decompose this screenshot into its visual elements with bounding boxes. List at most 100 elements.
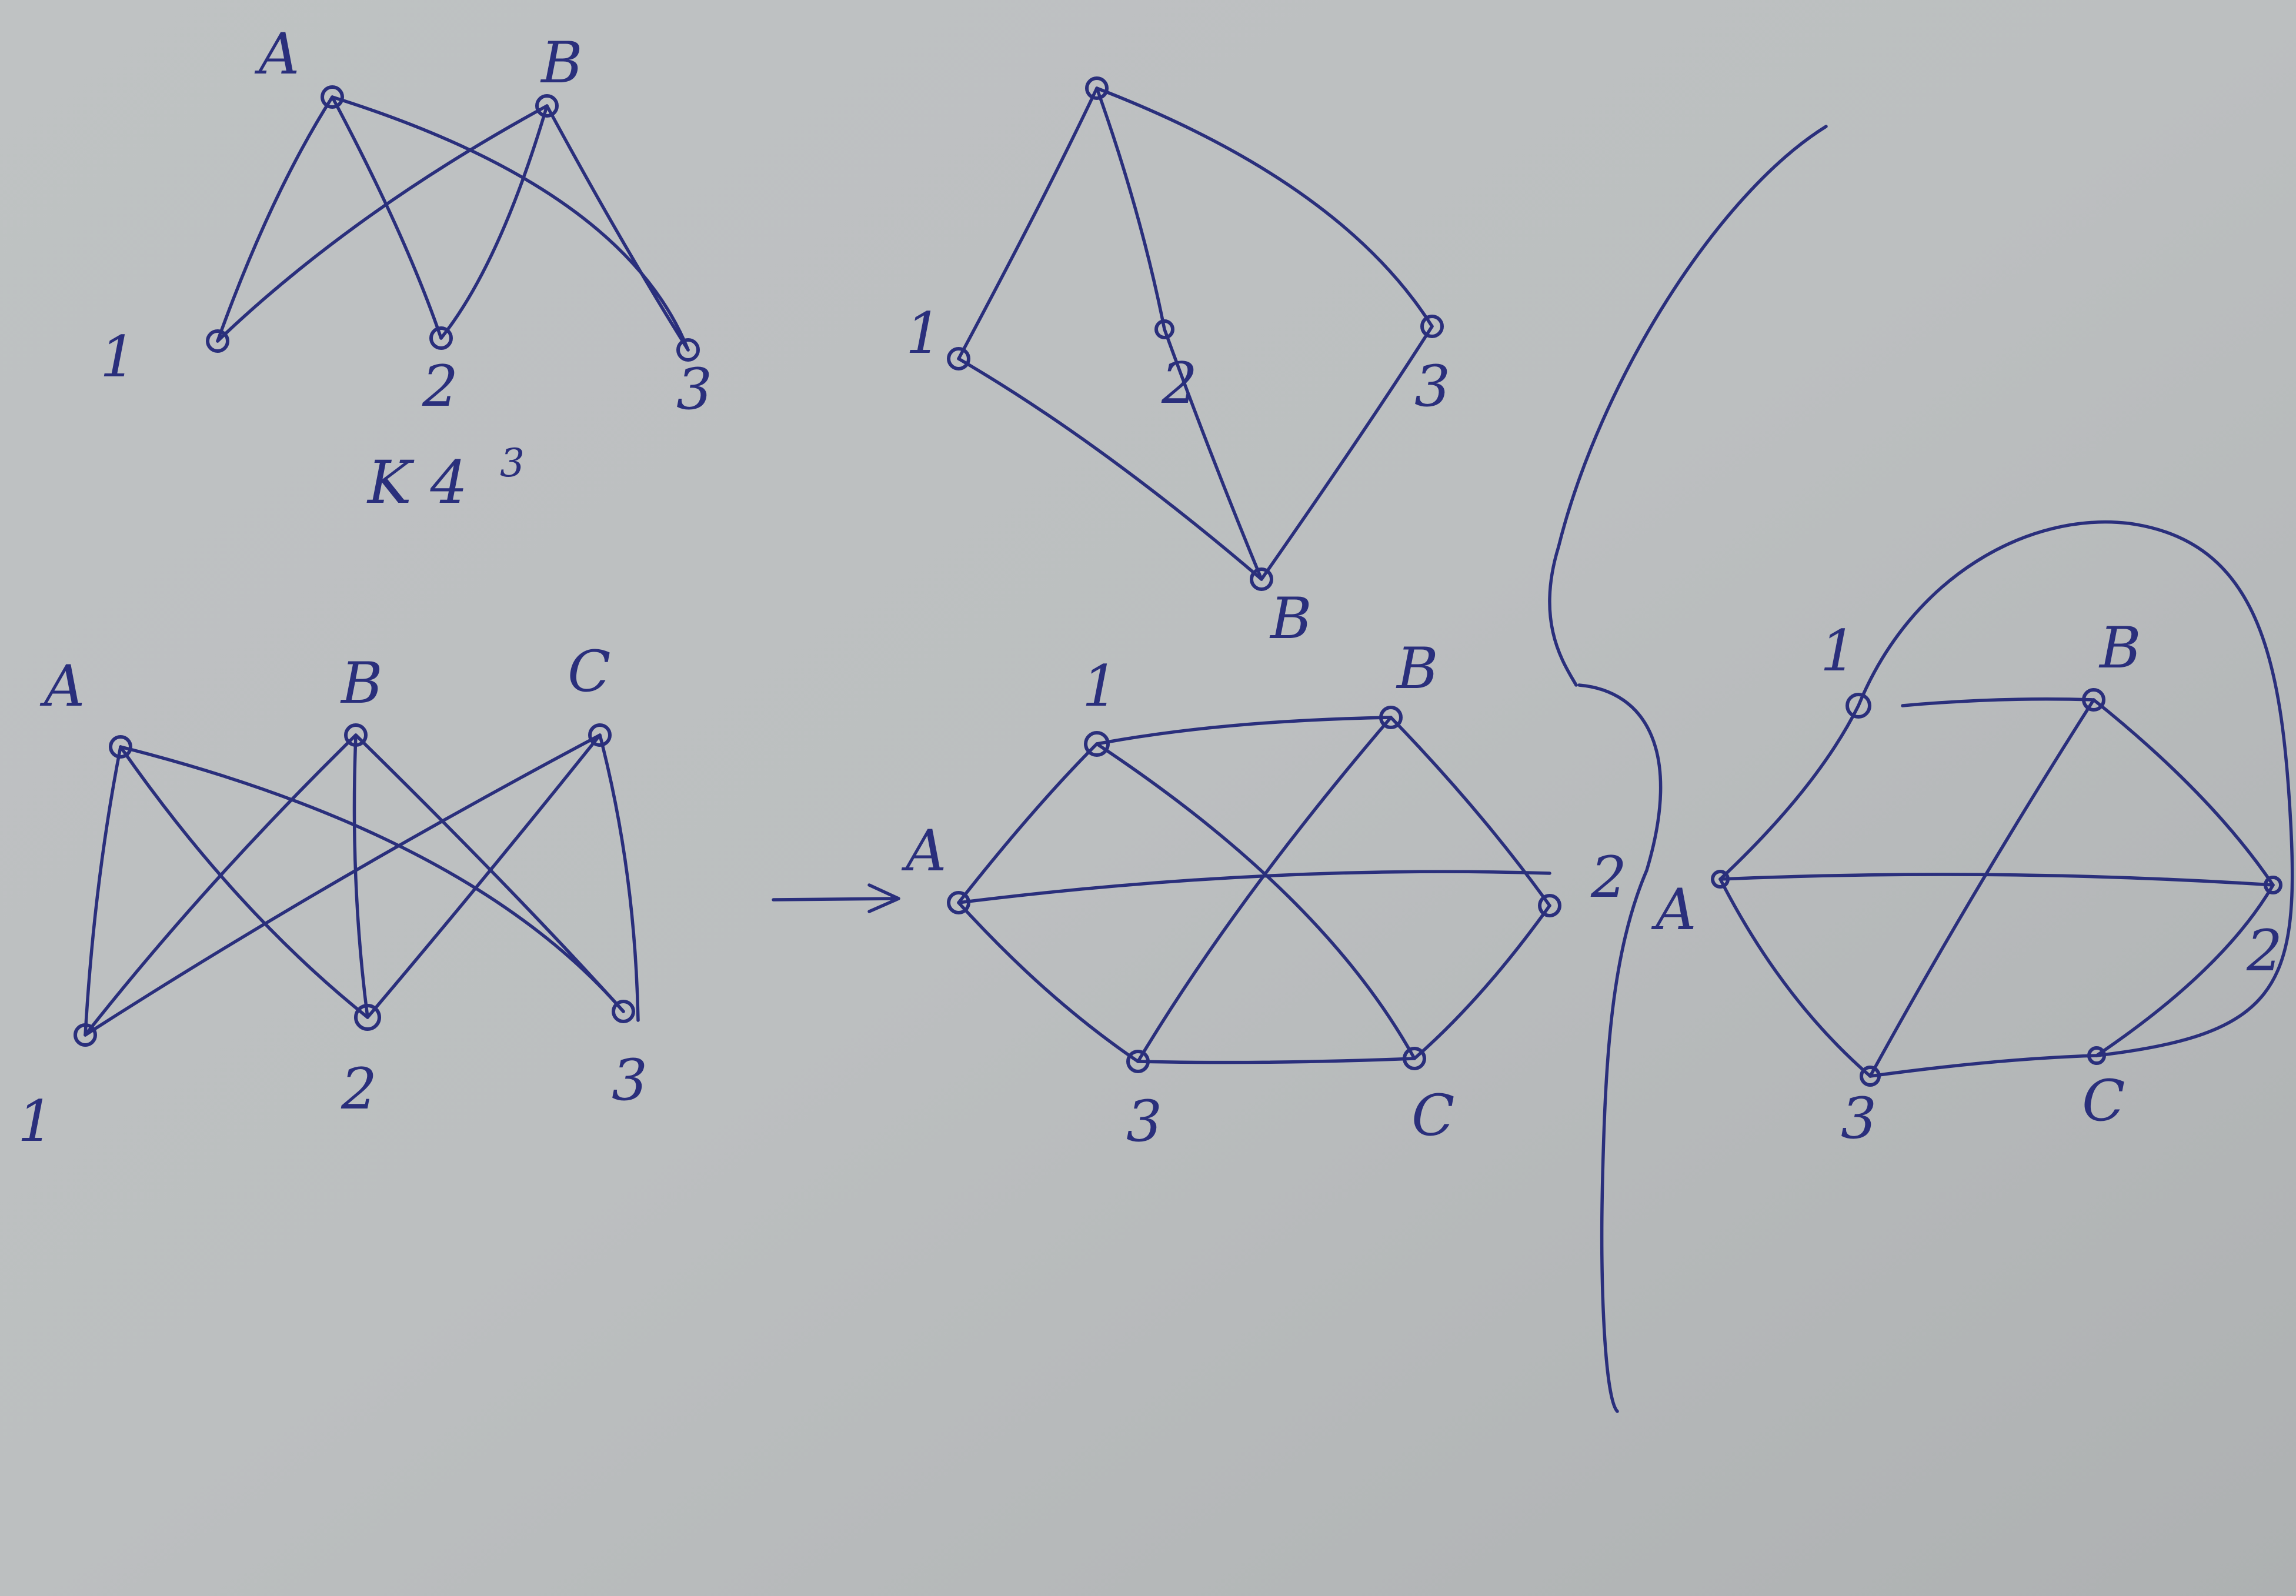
edge-B-1 bbox=[957, 357, 1263, 581]
label-C: C bbox=[2082, 1068, 2125, 1134]
edge-1-B bbox=[1901, 697, 2095, 707]
edge-B-3 bbox=[1868, 698, 2095, 1078]
node-3 bbox=[1420, 315, 1444, 338]
label-2: 2 bbox=[422, 353, 458, 419]
edge-3-A bbox=[957, 901, 1140, 1063]
edge-A-2 bbox=[331, 95, 443, 340]
edge-C-3 bbox=[598, 733, 640, 1022]
label-2: 2 bbox=[2246, 918, 2282, 984]
edge-1-B bbox=[1095, 716, 1393, 746]
label-B: B bbox=[540, 30, 583, 96]
label-1: 1 bbox=[1820, 618, 1856, 684]
edge-A-3 bbox=[1095, 86, 1434, 328]
label-B: B bbox=[2098, 615, 2141, 681]
label-A: A bbox=[254, 21, 299, 87]
node-2 bbox=[2264, 876, 2282, 894]
edge-C-1 bbox=[84, 733, 602, 1037]
node-3 bbox=[676, 338, 700, 362]
edge-B-2 bbox=[1163, 328, 1263, 581]
edge-B-3 bbox=[354, 733, 625, 1013]
node-B bbox=[1250, 567, 1273, 591]
label-2: 2 bbox=[1161, 350, 1197, 416]
node-B bbox=[1379, 706, 1403, 729]
edge-2-C bbox=[1413, 904, 1551, 1060]
label-2: 2 bbox=[1590, 844, 1627, 910]
node-1 bbox=[206, 329, 229, 353]
node-3 bbox=[1860, 1066, 1881, 1087]
label-C: C bbox=[568, 639, 610, 704]
node-1 bbox=[1084, 731, 1110, 757]
node-C bbox=[1403, 1047, 1426, 1070]
node-B bbox=[535, 94, 559, 118]
edge-B-1 bbox=[216, 104, 549, 343]
node-1 bbox=[74, 1023, 97, 1047]
node-A bbox=[947, 891, 970, 914]
node-2 bbox=[1154, 319, 1174, 339]
edge-C-2 bbox=[366, 733, 602, 1019]
node-C bbox=[2087, 1046, 2106, 1065]
edge-A-1 bbox=[84, 745, 122, 1037]
label-3: 3 bbox=[612, 1047, 648, 1113]
node-2 bbox=[354, 1004, 381, 1031]
edge-1-C-arc bbox=[1857, 520, 2294, 1057]
edge-B-2 bbox=[352, 733, 369, 1019]
edge-A-2 bbox=[1095, 86, 1166, 331]
graph-caption-superscript: 3 bbox=[500, 440, 525, 486]
label-2: 2 bbox=[341, 1056, 377, 1122]
node-2 bbox=[1538, 894, 1561, 917]
node-2 bbox=[429, 326, 453, 350]
edge-B-3 bbox=[1260, 325, 1434, 581]
label-1: 1 bbox=[100, 324, 136, 390]
arrow-to-hexagon bbox=[772, 883, 900, 913]
edge-B-3 bbox=[545, 104, 690, 352]
edge-A-1 bbox=[957, 742, 1099, 904]
edge-3-A bbox=[1718, 877, 1872, 1078]
edge-C-3 bbox=[1868, 1054, 2098, 1078]
diagram-k23-redrawn: 1 2 3 B bbox=[906, 76, 1450, 652]
edge-A-1 bbox=[1718, 704, 1860, 881]
diagram-k33-bipartite: A B C 1 2 3 bbox=[18, 639, 648, 1154]
label-B: B bbox=[1396, 636, 1439, 702]
node-B bbox=[2082, 688, 2105, 712]
edge-B-2 bbox=[439, 104, 549, 340]
diagram-k33-rerouted: 1 B A 2 3 C bbox=[1651, 520, 2294, 1151]
node-A bbox=[109, 735, 132, 759]
node-A bbox=[321, 85, 344, 109]
node-C bbox=[588, 723, 612, 747]
node-1 bbox=[1846, 693, 1871, 719]
edge-A-3 bbox=[331, 95, 690, 352]
label-C: C bbox=[1411, 1083, 1454, 1148]
label-A: A bbox=[901, 818, 946, 884]
label-3: 3 bbox=[676, 356, 712, 422]
edge-B-2 bbox=[2092, 698, 2275, 887]
diagram-k23-top-left: A B 1 2 3 K 4 3 bbox=[100, 21, 712, 517]
node-B bbox=[344, 723, 368, 747]
label-A: A bbox=[39, 653, 85, 719]
label-B: B bbox=[340, 650, 383, 716]
label-B: B bbox=[1269, 586, 1312, 652]
label-1: 1 bbox=[1082, 653, 1118, 719]
label-3: 3 bbox=[1841, 1086, 1877, 1151]
edge-B-1 bbox=[84, 733, 358, 1037]
label-1: 1 bbox=[18, 1089, 54, 1154]
node-3 bbox=[612, 1000, 635, 1023]
edge-A-2 bbox=[119, 745, 369, 1019]
diagram-k33-hexagon: 1 B A 2 3 C bbox=[901, 636, 1627, 1154]
edge-A-3 bbox=[119, 745, 625, 1013]
graph-caption: K 4 bbox=[366, 448, 468, 517]
label-3: 3 bbox=[1126, 1089, 1162, 1154]
edge-A-1 bbox=[957, 86, 1099, 360]
node-1 bbox=[947, 347, 970, 370]
edge-C-3 bbox=[1136, 1057, 1416, 1064]
edge-A-1 bbox=[216, 95, 334, 343]
label-A: A bbox=[1651, 877, 1696, 943]
edge-1-C bbox=[1095, 742, 1416, 1060]
edge-2-C bbox=[2095, 883, 2275, 1057]
label-3: 3 bbox=[1414, 353, 1450, 419]
node-A bbox=[1085, 76, 1109, 100]
divider-curve bbox=[1548, 125, 1828, 1413]
edge-A-2 bbox=[1718, 873, 2275, 887]
edge-A-2 bbox=[957, 870, 1551, 904]
